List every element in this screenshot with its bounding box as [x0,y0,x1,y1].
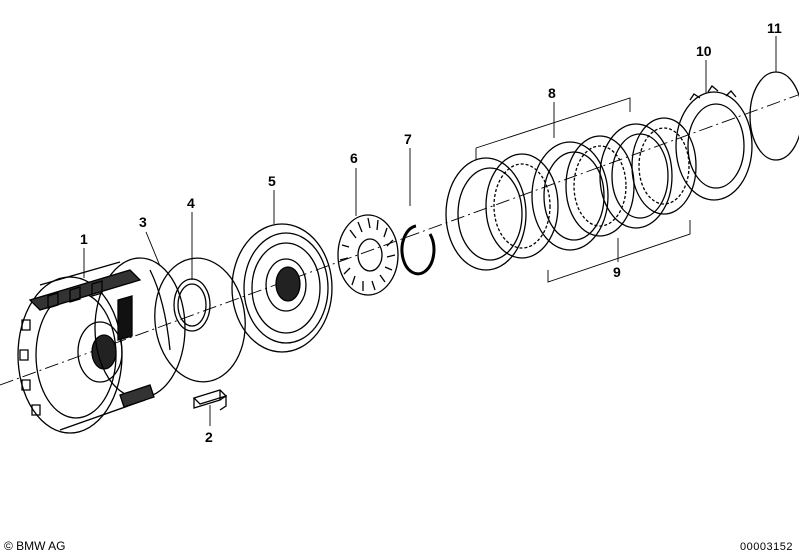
bracket-lines [475,97,691,283]
center-axis-line [0,94,799,386]
part-10-pressure-plate [675,85,753,201]
callout-6: 6 [350,150,358,166]
part-7-snap-ring [400,224,436,276]
part-2-key-block [192,389,228,411]
copyright-label: © BMW AG [4,539,66,553]
part-3-seal-ring [154,257,246,383]
callout-5: 5 [268,173,276,189]
part-6-spring-retainer [337,214,399,296]
callout-1: 1 [80,231,88,247]
part-4-o-ring [173,278,211,332]
callout-3: 3 [139,214,147,230]
part-11-wire-ring [749,71,799,161]
leader-lines [83,36,777,426]
callout-4: 4 [187,195,195,211]
document-number: 00003152 [740,541,793,553]
callout-2: 2 [205,429,213,445]
callout-10: 10 [696,43,712,59]
clutch-plate-stack [445,117,697,271]
callout-8: 8 [548,85,556,101]
callout-7: 7 [404,131,412,147]
callout-11: 11 [767,20,782,36]
part-4-o-ring-inner [177,283,207,327]
part-5-piston [231,223,333,353]
part-1-clutch-drum [17,257,186,434]
callout-9: 9 [613,264,621,280]
